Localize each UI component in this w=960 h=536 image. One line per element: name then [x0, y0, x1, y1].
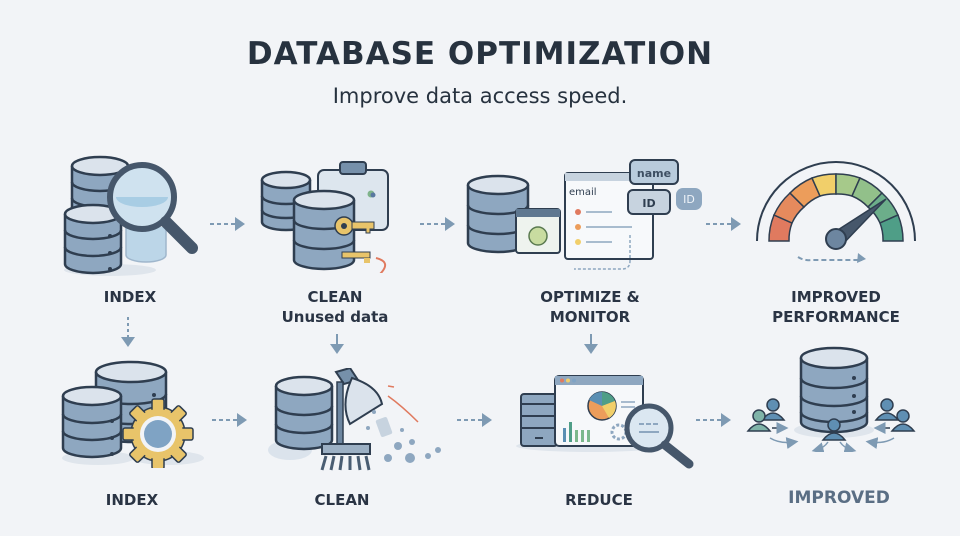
step-label: INDEX: [103, 288, 157, 306]
step-sublabel: PERFORMANCE: [772, 308, 900, 326]
step-label: OPTIMIZE &: [540, 288, 640, 306]
schema-badge-id: ID: [683, 193, 695, 206]
schema-tag-name: name: [637, 167, 671, 180]
user-icon: [746, 409, 772, 432]
flow-arrow-right: [210, 217, 245, 231]
database-gear-icon: [61, 360, 204, 468]
step-label: INDEX: [105, 491, 159, 509]
step-sublabel: MONITOR: [549, 308, 631, 326]
flow-arrow-right: [212, 413, 247, 427]
database-keys-icon: [260, 161, 389, 273]
dashboard-analytics-icon: [516, 375, 694, 469]
flow-arrow-right: [420, 217, 455, 231]
speedometer-gauge-icon: [756, 161, 916, 263]
database-broom-icon: [268, 368, 441, 471]
step-label: CLEAN: [307, 288, 363, 306]
database-schema-icon: email name ID ID: [466, 159, 702, 270]
flow-arrow-down: [584, 334, 598, 354]
database-magnifier-icon: [63, 155, 198, 276]
page-title: DATABASE OPTIMIZATION: [246, 36, 714, 72]
user-icon: [874, 398, 900, 421]
flow-arrow-right: [457, 413, 492, 427]
user-icon: [821, 418, 847, 441]
step-sublabel: Unused data: [281, 308, 389, 326]
flow-arrow-right: [696, 413, 731, 427]
database-users-icon: [746, 346, 916, 452]
step-label: REDUCE: [565, 491, 633, 509]
step-label: CLEAN: [314, 491, 370, 509]
schema-field-email: email: [569, 187, 597, 198]
step-label: IMPROVED: [791, 288, 881, 306]
step-label: IMPROVED: [788, 488, 890, 508]
flow-arrow-down: [330, 334, 344, 354]
flow-arrow-down: [121, 317, 135, 347]
page-subtitle: Improve data access speed.: [332, 84, 628, 108]
schema-tag-id: ID: [642, 197, 655, 210]
user-icon: [890, 409, 916, 432]
flow-arrow-right: [706, 217, 741, 231]
